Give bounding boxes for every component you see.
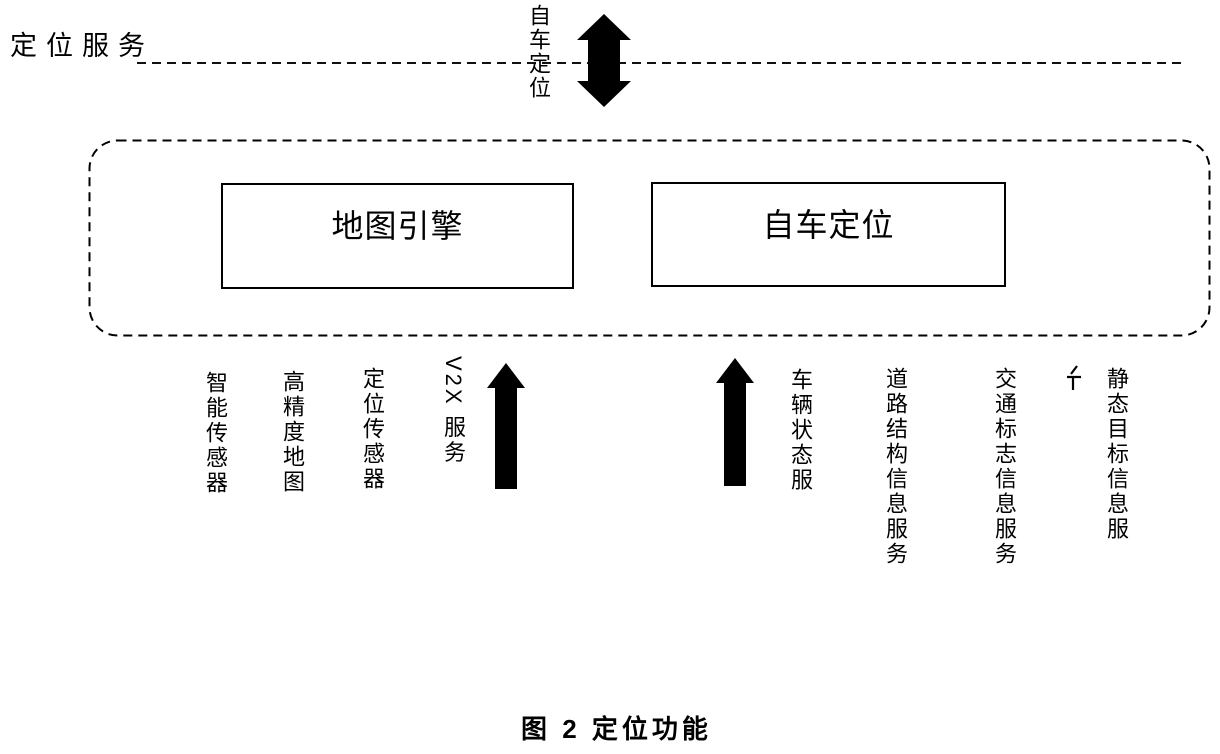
input-label-positioning-sensor: 定位传感器 [360, 367, 385, 492]
positioning-module-container-border [88, 139, 1211, 337]
input-label-hd-map: 高精度地图 [280, 370, 305, 495]
input-label-v2x-service: V2X 服务 [441, 356, 466, 466]
ego-position-arrow-label: 自车定位 [526, 4, 551, 100]
ego-localization-box: 自车定位 [651, 182, 1006, 287]
double-vertical-arrow-icon [577, 14, 631, 107]
figure-caption: 图 2 定位功能 [521, 714, 712, 744]
map-engine-label: 地图引擎 [331, 208, 464, 244]
input-label-static-target-info-service: 静态目标信息服 [1104, 367, 1129, 542]
up-arrow-icon [487, 363, 525, 489]
input-label-smart-sensor: 智能传感器 [203, 371, 228, 496]
ego-localization-label: 自车定位 [762, 207, 895, 243]
input-label-road-structure-info-service: 道路结构信息服务 [883, 367, 908, 567]
clipped-character-fragment-icon [1067, 365, 1081, 390]
map-engine-box: 地图引擎 [221, 183, 574, 289]
input-label-vehicle-status-service: 车辆状态服 [788, 368, 813, 493]
up-arrow-icon [716, 358, 754, 486]
layer-boundary-dashed-line [137, 62, 1183, 64]
input-label-traffic-sign-info-service: 交通标志信息服务 [992, 367, 1017, 567]
service-layer-title: 定位服务 [10, 31, 154, 61]
